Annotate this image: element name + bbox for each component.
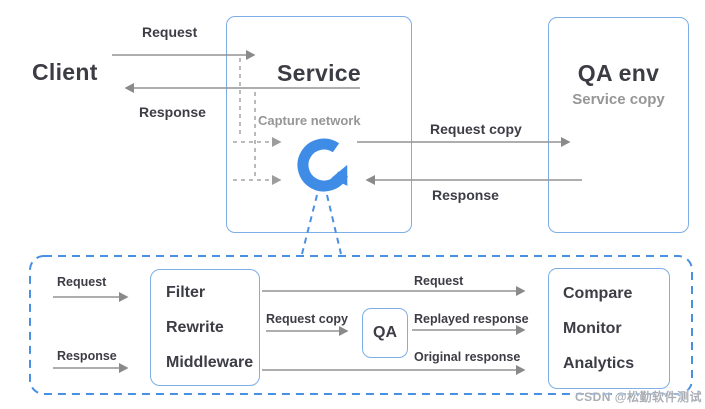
processor-item-filter: Filter (166, 284, 206, 301)
qa-env-box (548, 17, 689, 233)
service-box (226, 16, 412, 233)
request-label-top: Request (142, 24, 198, 40)
service-title: Service (277, 60, 361, 86)
qa-env-subtitle: Service copy (572, 91, 665, 108)
request-copy-label-top: Request copy (430, 121, 522, 137)
output-item-analytics: Analytics (563, 355, 635, 372)
response-in-label: Response (57, 349, 117, 363)
request-out-label: Request (414, 274, 464, 288)
request-copy-label-bottom: Request copy (266, 312, 348, 326)
output-item-monitor: Monitor (563, 320, 622, 337)
qa-env-title: QA env (577, 60, 660, 86)
client-title: Client (32, 59, 98, 85)
qa-box-label: QA (373, 324, 397, 341)
csdn-watermark: CSDN @松勤软件测试 (574, 390, 702, 404)
output-item-compare: Compare (563, 285, 633, 302)
replayed-response-label: Replayed response (414, 312, 529, 326)
processor-item-rewrite: Rewrite (166, 319, 224, 336)
response-label-top: Response (139, 104, 206, 120)
capture-network-label: Capture network (258, 113, 361, 128)
response-label-right: Response (432, 187, 499, 203)
original-response-label: Original response (414, 350, 521, 364)
processor-item-middleware: Middleware (166, 354, 254, 371)
request-in-label: Request (57, 275, 107, 289)
